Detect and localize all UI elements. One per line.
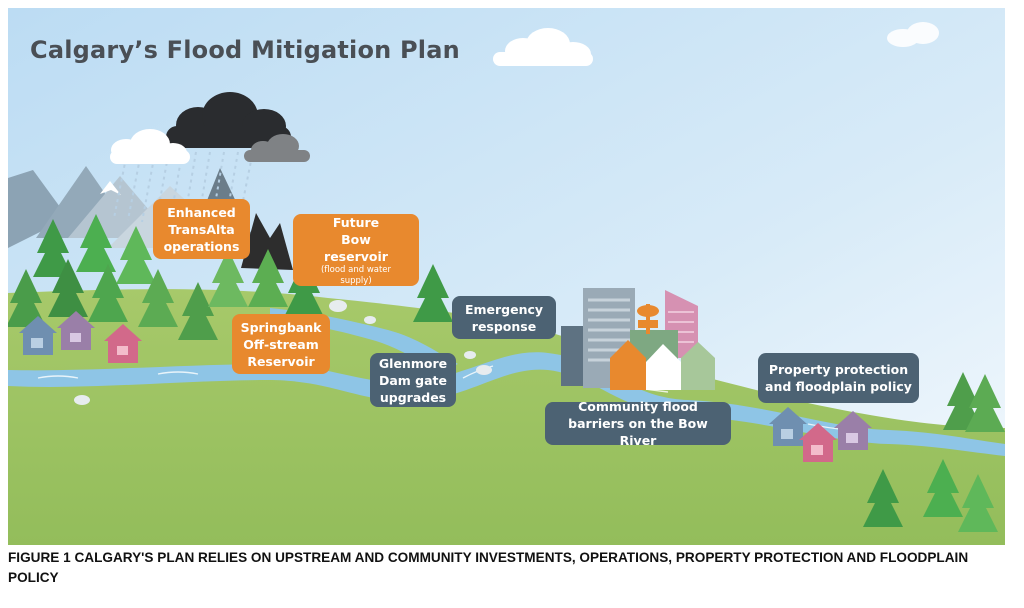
label-bow-reservoir-text: Future Bow reservoir — [324, 214, 388, 264]
label-barriers-text: Community flood barriers on the Bow Rive… — [568, 399, 708, 448]
house-icon — [19, 311, 142, 363]
label-property: Property protection and floodplain polic… — [758, 353, 919, 403]
label-bow-reservoir-note: (flood and water supply) — [320, 264, 392, 286]
label-transalta: Enhanced TransAlta operations — [153, 199, 250, 259]
house-icon — [769, 407, 872, 462]
white-cloud-icon — [493, 28, 593, 66]
label-glenmore: Glenmore Dam gate upgrades — [370, 353, 456, 407]
label-emergency-text: Emergency response — [464, 301, 544, 334]
label-glenmore-text: Glenmore Dam gate upgrades — [378, 355, 448, 405]
figure-caption: FIGURE 1 CALGARY'S PLAN RELIES ON UPSTRE… — [8, 550, 969, 585]
label-emergency: Emergency response — [452, 296, 556, 339]
label-barriers: Community flood barriers on the Bow Rive… — [545, 399, 731, 448]
label-bow-reservoir: Future Bow reservoir (flood and water su… — [293, 214, 419, 286]
small-cloud-icon — [887, 22, 939, 47]
storm-cloud-icon — [110, 92, 310, 223]
landscape-illustration — [8, 8, 1005, 545]
label-springbank-text: Springbank Off-stream Reservoir — [240, 319, 322, 369]
city-skyline-icon — [561, 288, 715, 390]
label-springbank: Springbank Off-stream Reservoir — [232, 314, 330, 374]
label-transalta-text: Enhanced TransAlta operations — [163, 204, 240, 254]
label-property-text: Property protection and floodplain polic… — [765, 362, 912, 394]
figure-title: Calgary’s Flood Mitigation Plan — [30, 36, 460, 64]
flood-plan-illustration: Calgary’s Flood Mitigation Plan Enhanced… — [8, 8, 1005, 545]
river-icon — [8, 352, 1005, 456]
